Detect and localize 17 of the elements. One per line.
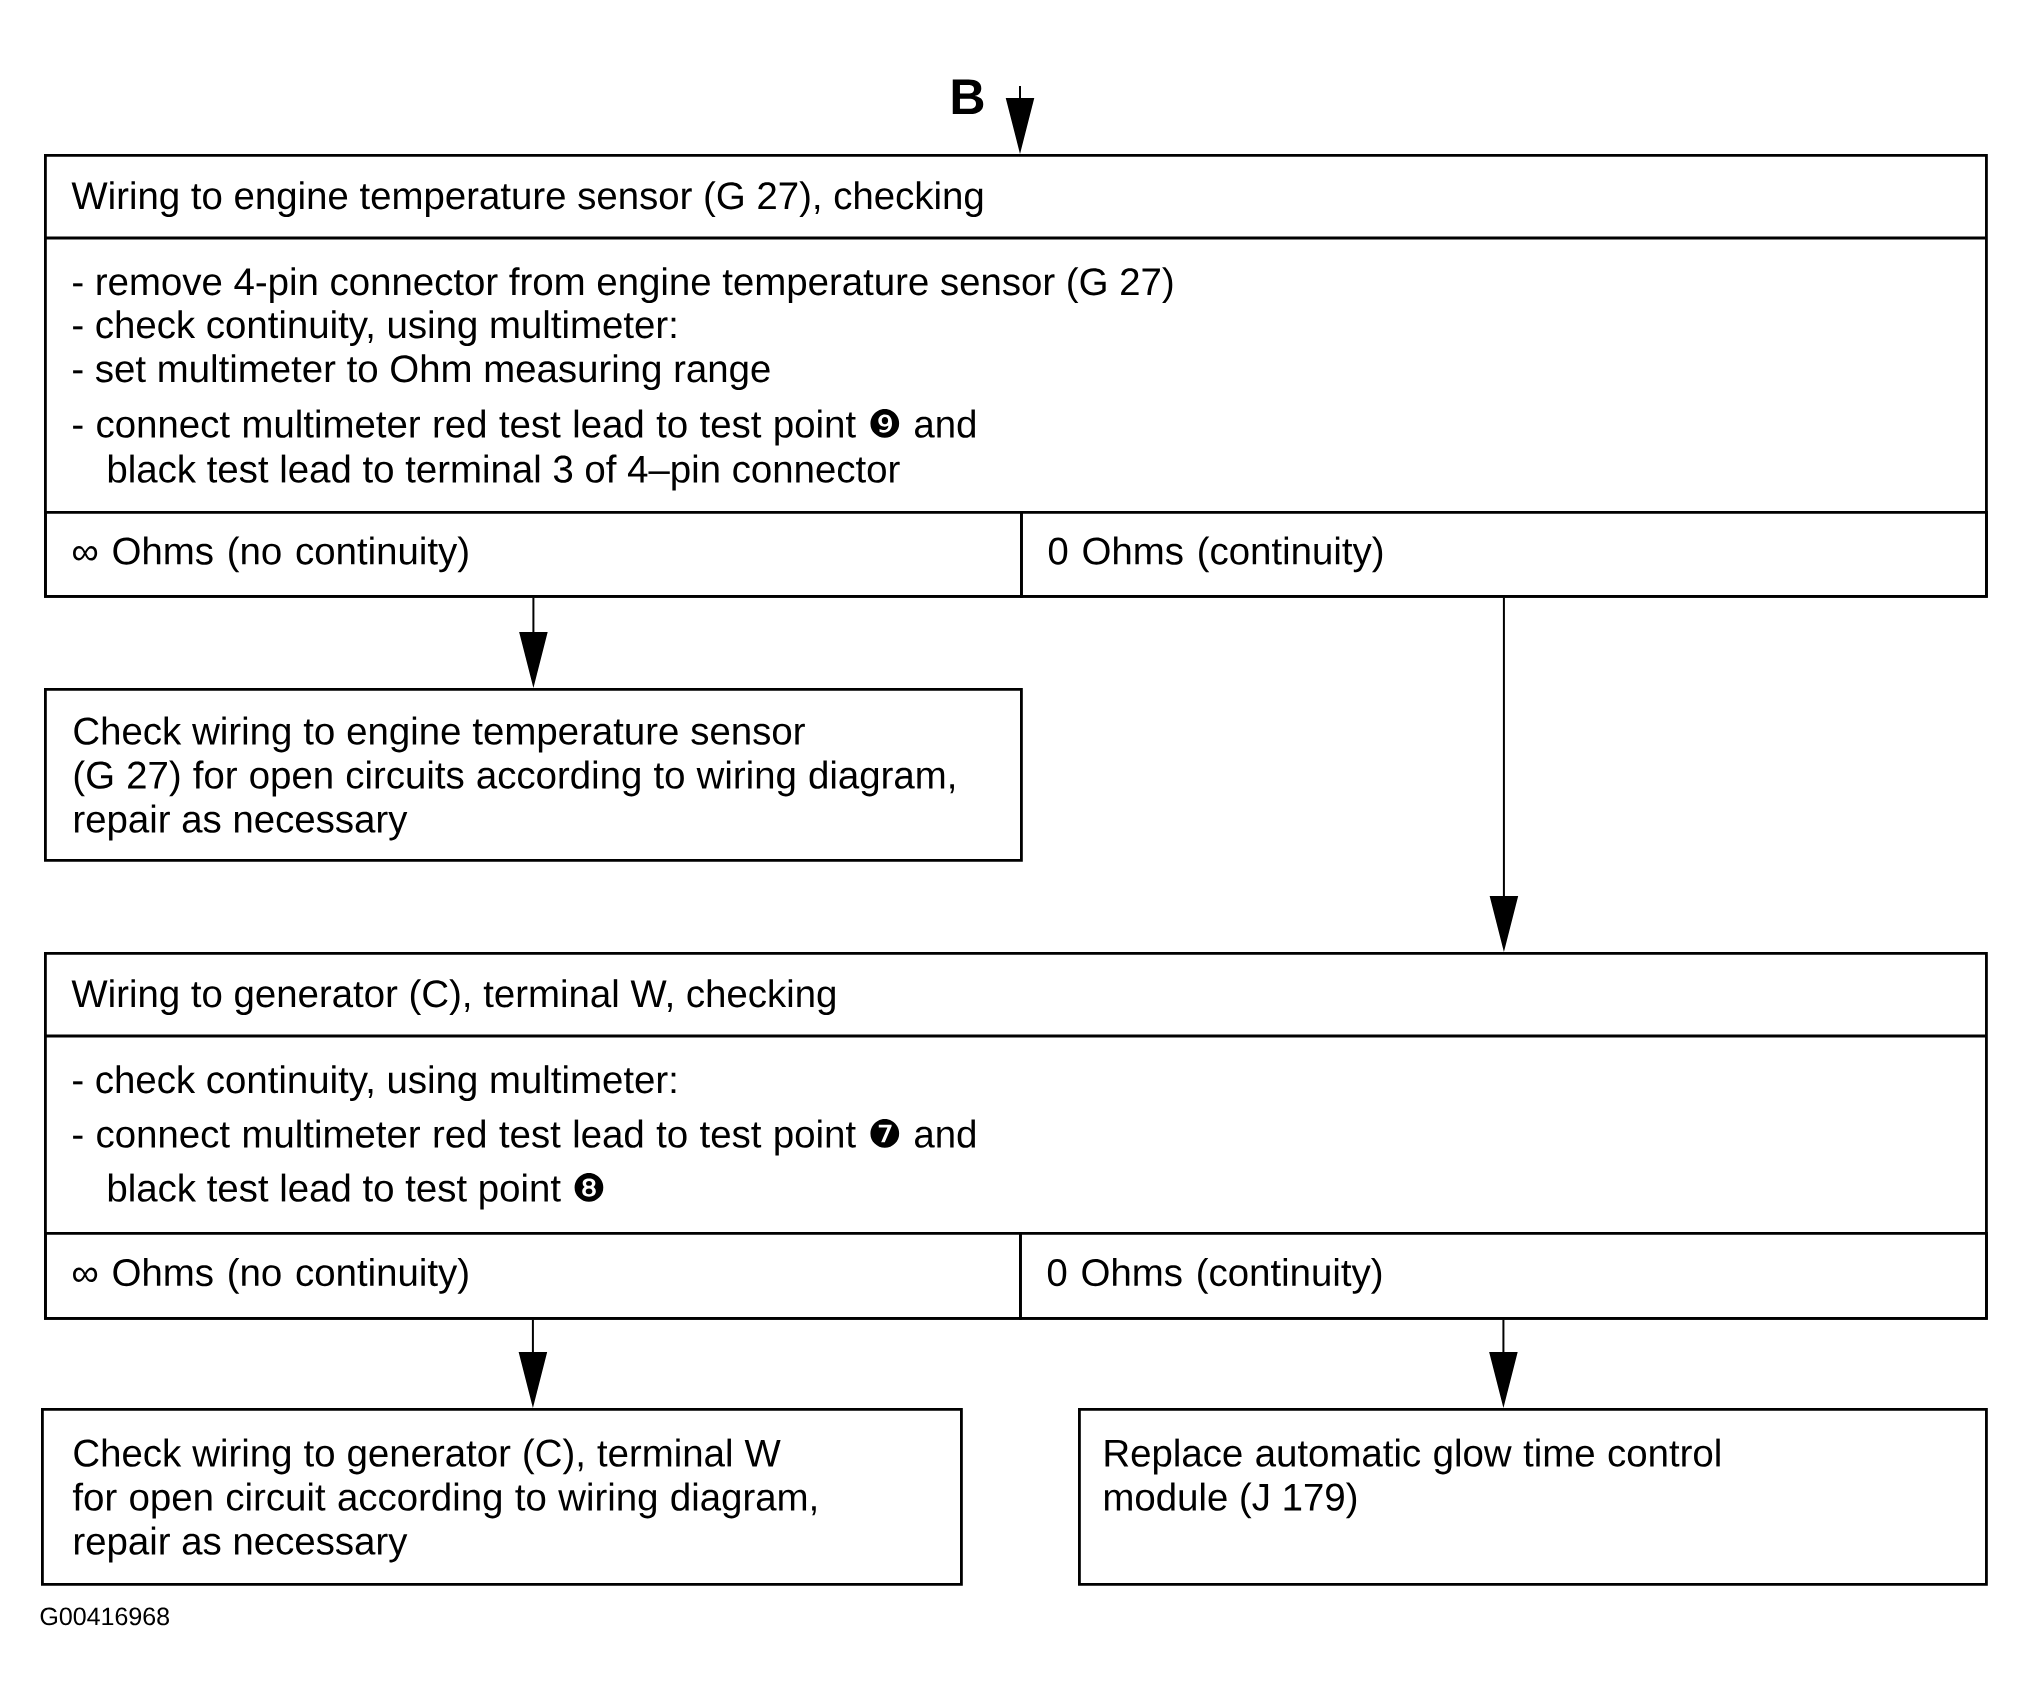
step-heading: Wiring to engine temperature sensor (G 27), checking <box>71 181 983 217</box>
step-heading: Wiring to generator (C), terminal W, checking <box>71 979 835 1015</box>
action-box: Check wiring to generator (C), terminal W for open circuit according to wiring diagram, repair as necessary <box>41 1408 963 1586</box>
result-cell: 0 Ohms (continuity) <box>1019 1232 1988 1320</box>
instruction-text: - remove 4-pin connector from engine temperature sensor (G 27) <box>73 267 1173 303</box>
instruction-text: - connect multimeter red test lead to test point ❾ and black test lead to terminal 3 of 4–pin connector <box>73 409 975 491</box>
instruction-text: - set multimeter to Ohm measuring range <box>73 354 770 390</box>
instruction-text: - check continuity, using multimeter: <box>73 310 676 346</box>
result-cell: 0 Ohms (continuity) <box>1020 511 1988 598</box>
figure-number: G00416968 <box>40 1607 169 1626</box>
result-cell: ∞ Ohms (no continuity) <box>44 1232 1022 1320</box>
action-box: Check wiring to engine temperature sensor (G 27) for open circuits according to wiring diagram, repair as necessary <box>44 688 1023 862</box>
action-box: Replace automatic glow time control module (J 179) <box>1078 1408 1988 1586</box>
connector-letter: B <box>952 79 984 114</box>
instruction-text: - check continuity, using multimeter: <box>73 1065 676 1101</box>
instruction-text: - connect multimeter red test lead to test point ❼ and black test lead to test point ❽ <box>73 1119 975 1210</box>
result-cell: ∞ Ohms (no continuity) <box>44 511 1023 598</box>
